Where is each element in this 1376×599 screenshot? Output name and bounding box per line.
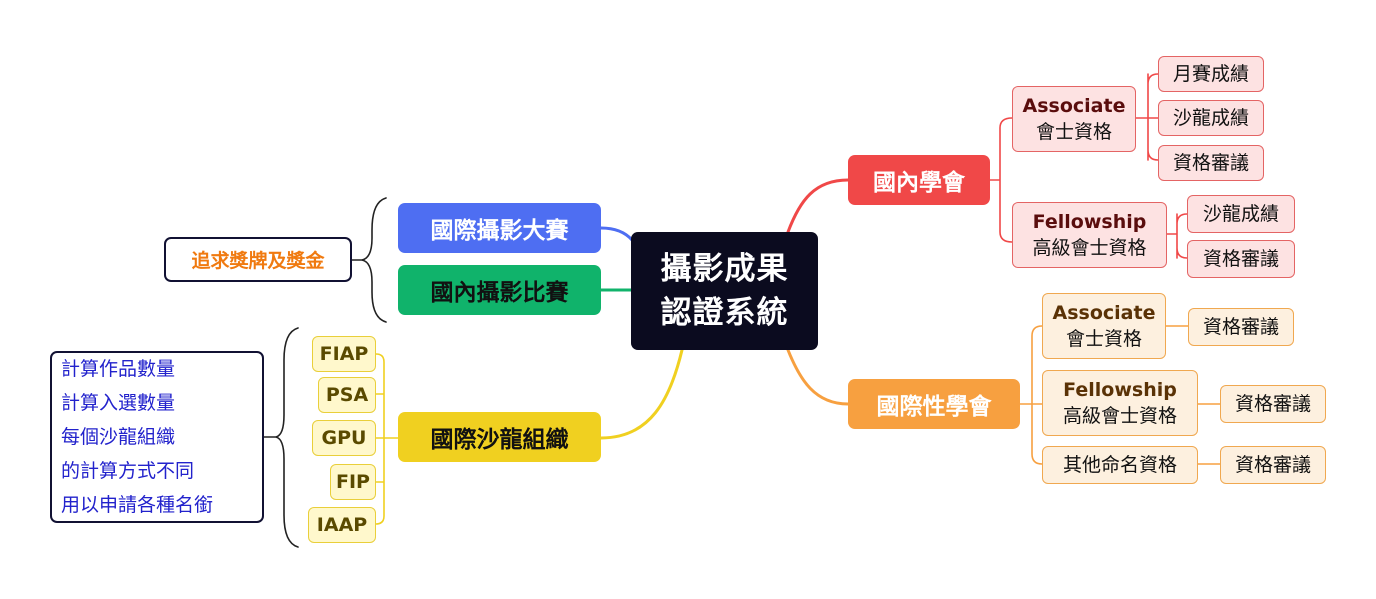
intl-associate-child-label: 資格審議 (1202, 316, 1279, 338)
salon-summary-note[interactable]: 計算作品數量 計算入選數量 每個沙龍組織 的計算方式不同 用以申請各種名銜 (50, 351, 264, 523)
intl-fellowship-zh: 高級會士資格 (1062, 405, 1177, 427)
branch-domestic-society-label: 國內學會 (873, 170, 965, 196)
domestic-associate-child-3[interactable]: 資格審議 (1158, 145, 1264, 181)
domestic-fellowship-child-2-label: 資格審議 (1202, 248, 1279, 270)
domestic-associate-child-1-label: 月賽成績 (1172, 63, 1249, 85)
branch-salon-org-label: 國際沙龍組織 (430, 427, 569, 453)
center-topic-line2: 認證系統 (660, 295, 789, 331)
link-domestic-society (786, 178, 850, 234)
intl-other-child[interactable]: 資格審議 (1220, 446, 1326, 484)
salon-note-line-5: 用以申請各種名銜 (61, 494, 214, 516)
domestic-associate-zh: 會士資格 (1035, 121, 1112, 143)
salon-org-iaap-label: IAAP (316, 514, 368, 536)
intl-other-node[interactable]: 其他命名資格 (1042, 446, 1198, 484)
domestic-fellowship-bracket (1166, 213, 1188, 259)
salon-org-fiap-label: FIAP (319, 343, 369, 365)
salon-org-gpu[interactable]: GPU (312, 420, 376, 456)
salon-org-bracket (375, 353, 401, 525)
intl-associate-en: Associate (1052, 302, 1156, 324)
intl-fellowship-child-label: 資格審議 (1234, 393, 1311, 415)
domestic-fellowship-zh: 高級會士資格 (1032, 237, 1147, 259)
branch-salon-org[interactable]: 國際沙龍組織 (398, 412, 601, 462)
domestic-fellowship-child-1-label: 沙龍成績 (1202, 203, 1279, 225)
salon-org-fip-label: FIP (336, 471, 370, 493)
domestic-associate-bracket (1135, 73, 1159, 161)
intl-other-zh: 其他命名資格 (1062, 454, 1177, 476)
domestic-associate-child-2-label: 沙龍成績 (1172, 107, 1249, 129)
salon-note-line-1: 計算作品數量 (61, 358, 176, 380)
salon-org-fip[interactable]: FIP (330, 464, 376, 500)
domestic-associate-node[interactable]: Associate 會士資格 (1012, 86, 1136, 152)
intl-associate-node[interactable]: Associate 會士資格 (1042, 293, 1166, 359)
intl-fellowship-en: Fellowship (1063, 379, 1177, 401)
intl-associate-zh: 會士資格 (1065, 328, 1142, 350)
domestic-associate-child-3-label: 資格審議 (1172, 152, 1249, 174)
salon-brace (275, 327, 299, 548)
salon-note-line-3: 每個沙龍組織 (61, 426, 176, 448)
salon-note-line-2: 計算入選數量 (61, 392, 176, 414)
domestic-fellowship-en: Fellowship (1032, 211, 1147, 233)
domestic-fellowship-node[interactable]: Fellowship 高級會士資格 (1012, 202, 1167, 268)
branch-domestic-contest[interactable]: 國內攝影比賽 (398, 265, 601, 315)
domestic-associate-child-1[interactable]: 月賽成績 (1158, 56, 1264, 92)
intl-associate-child[interactable]: 資格審議 (1188, 308, 1294, 346)
link-intl-contest (599, 226, 634, 242)
domestic-society-bracket (989, 117, 1013, 243)
contest-summary-note-text: 追求獎牌及獎金 (191, 250, 325, 272)
branch-intl-society[interactable]: 國際性學會 (848, 379, 1020, 429)
contest-brace (361, 197, 387, 323)
salon-org-gpu-label: GPU (321, 427, 367, 449)
branch-intl-society-label: 國際性學會 (876, 394, 992, 420)
branch-intl-contest-label: 國際攝影大賽 (430, 218, 569, 244)
salon-org-iaap[interactable]: IAAP (308, 507, 376, 543)
branch-domestic-contest-label: 國內攝影比賽 (430, 280, 569, 306)
salon-org-fiap[interactable]: FIAP (312, 336, 376, 372)
link-salon-org (599, 348, 684, 440)
center-topic[interactable]: 攝影成果 認證系統 (631, 232, 818, 350)
domestic-fellowship-child-1[interactable]: 沙龍成績 (1187, 195, 1295, 233)
branch-domestic-society[interactable]: 國內學會 (848, 155, 990, 205)
link-intl-society (786, 348, 850, 406)
salon-note-line-4: 的計算方式不同 (61, 460, 195, 482)
intl-other-child-label: 資格審議 (1234, 454, 1311, 476)
salon-org-psa-label: PSA (325, 384, 369, 406)
center-topic-line1: 攝影成果 (660, 251, 789, 287)
intl-fellowship-child[interactable]: 資格審議 (1220, 385, 1326, 423)
salon-org-psa[interactable]: PSA (318, 377, 376, 413)
contest-summary-note[interactable]: 追求獎牌及獎金 (164, 237, 352, 282)
domestic-associate-en: Associate (1022, 95, 1126, 117)
domestic-fellowship-child-2[interactable]: 資格審議 (1187, 240, 1295, 278)
intl-fellowship-node[interactable]: Fellowship 高級會士資格 (1042, 370, 1198, 436)
branch-intl-contest[interactable]: 國際攝影大賽 (398, 203, 601, 253)
domestic-associate-child-2[interactable]: 沙龍成績 (1158, 100, 1264, 136)
intl-society-bracket (1019, 325, 1043, 465)
